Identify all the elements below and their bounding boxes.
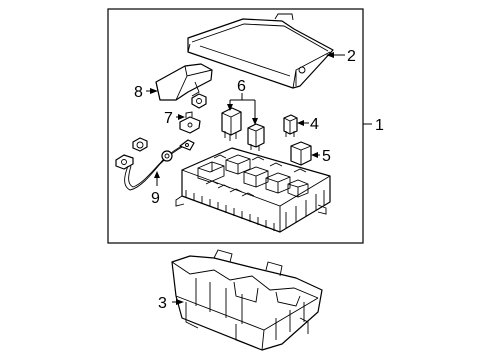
relay-pair-part — [221, 107, 265, 151]
callout-7: 7 — [164, 110, 173, 127]
leader-9 — [154, 171, 160, 186]
leader-2 — [326, 52, 345, 58]
leader-8 — [146, 88, 158, 94]
callout-8: 8 — [134, 84, 143, 101]
callout-5: 5 — [322, 148, 331, 165]
callout-6: 6 — [237, 78, 246, 95]
bracket-part — [179, 111, 201, 134]
fuse-box-body-part — [175, 147, 331, 233]
nut-part — [191, 93, 207, 109]
cover-part — [187, 13, 334, 89]
leader-3 — [172, 299, 184, 305]
terminal-cover-part — [155, 63, 213, 101]
callout-9: 9 — [151, 190, 160, 207]
leader-6 — [227, 93, 258, 125]
leader-5 — [311, 152, 320, 158]
leader-7 — [176, 114, 185, 120]
callout-2: 2 — [347, 48, 356, 65]
leader-4 — [297, 120, 309, 126]
callout-3: 3 — [158, 295, 167, 312]
callout-1: 1 — [375, 117, 384, 134]
lower-housing-part — [171, 249, 323, 351]
relay-part — [290, 141, 312, 166]
callout-4: 4 — [310, 116, 319, 133]
ground-cable-part — [115, 137, 195, 191]
assembly-frame — [107, 8, 364, 244]
mini-relay-part — [283, 114, 298, 137]
